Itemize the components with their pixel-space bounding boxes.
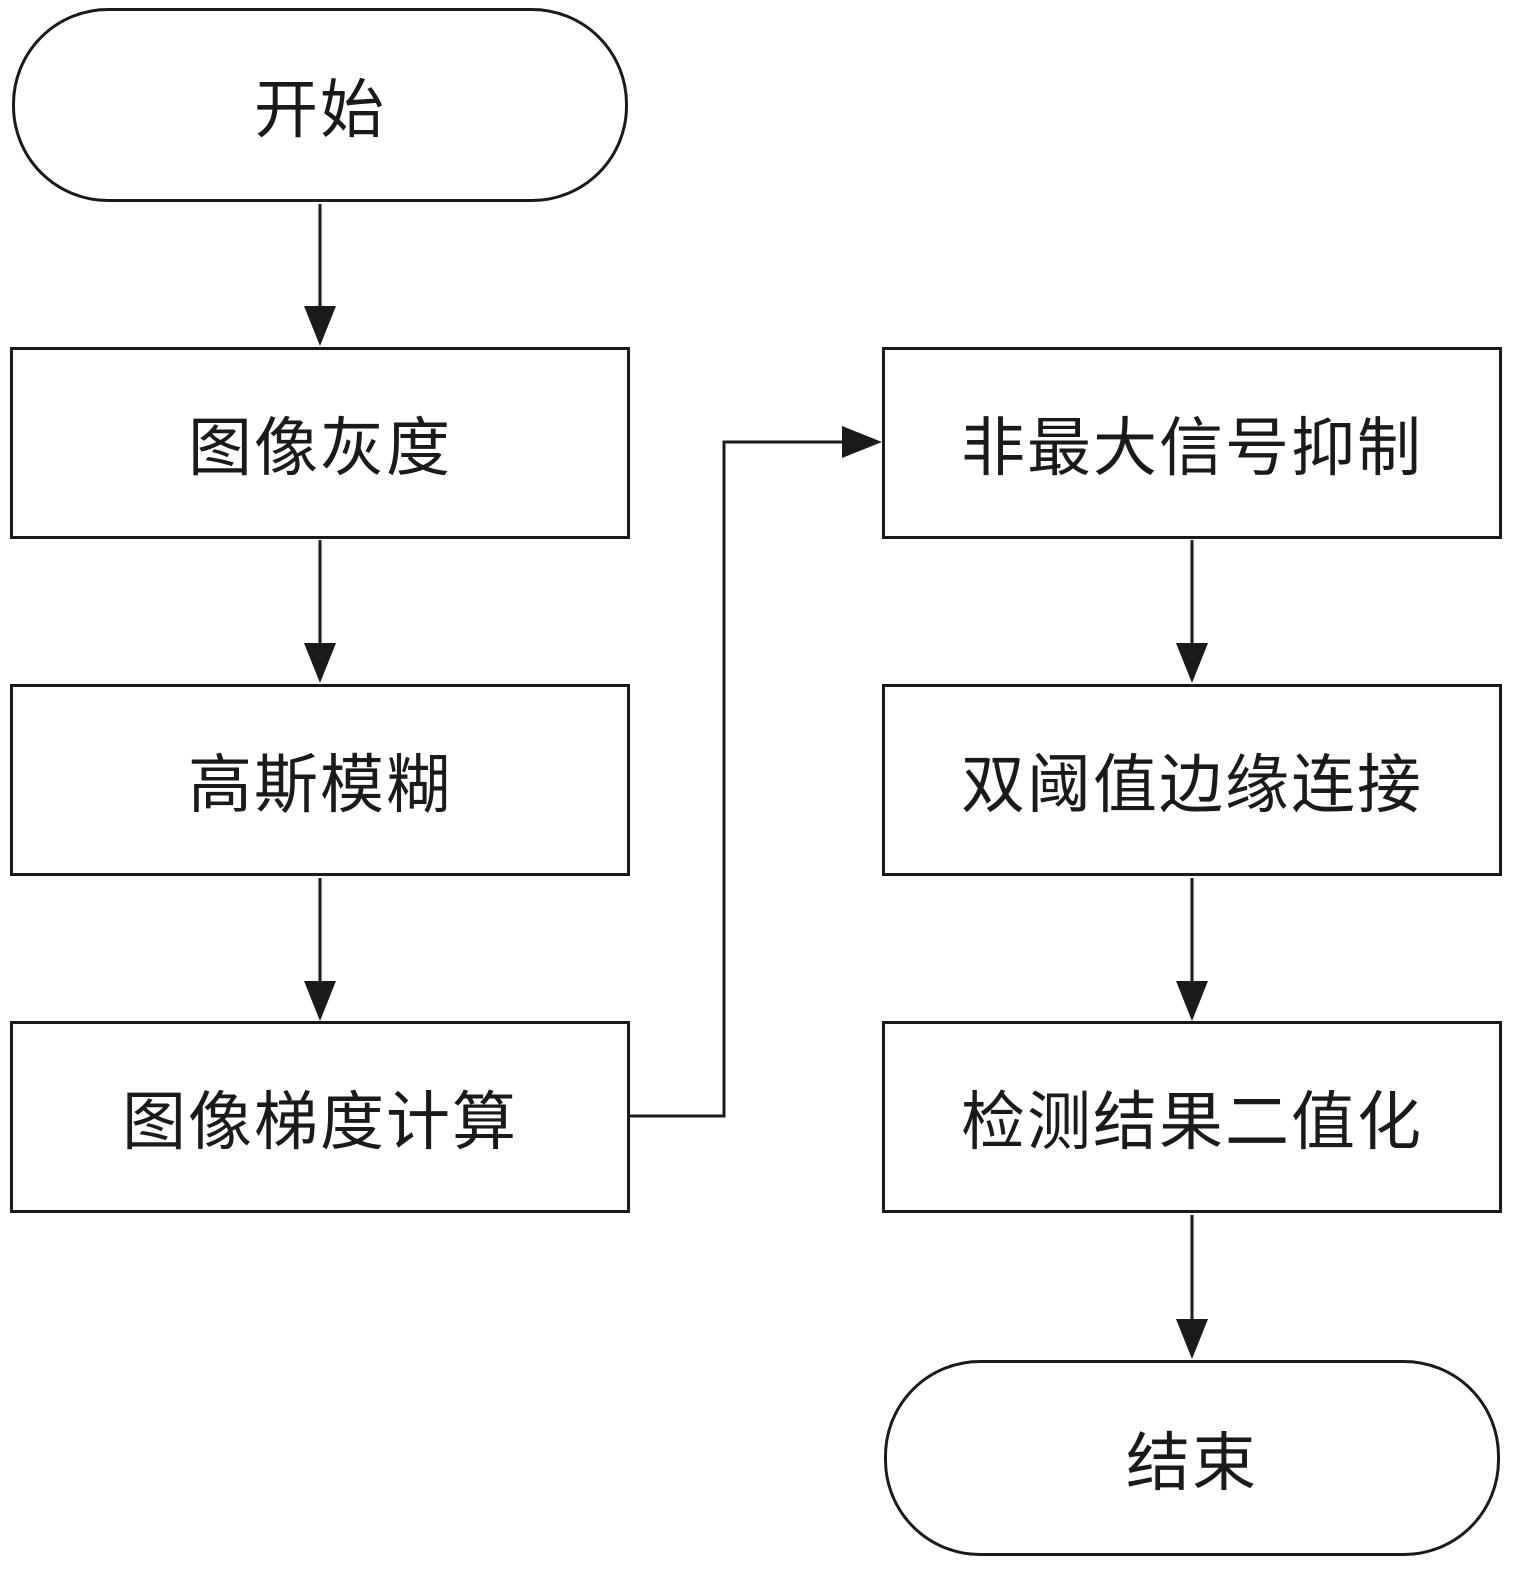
step-image-gradient-label: 图像梯度计算 [122,1086,518,1160]
step-non-max-suppression: 非最大信号抑制 [882,347,1502,539]
arrow-gradient-to-nms [630,440,855,1118]
step-non-max-suppression-label: 非最大信号抑制 [961,412,1423,486]
arrowhead-start-to-gray [304,306,336,346]
step-gaussian-blur: 高斯模糊 [10,684,630,876]
step-double-threshold-label: 双阈值边缘连接 [961,749,1423,823]
step-binarize-result: 检测结果二值化 [882,1021,1502,1213]
end-label: 结束 [1126,1427,1258,1501]
arrowhead-binarize-to-end [1176,1319,1208,1359]
start-terminal: 开始 [12,8,628,202]
step-image-grayscale: 图像灰度 [10,347,630,539]
step-gaussian-blur-label: 高斯模糊 [188,749,452,823]
arrowhead-gradient-to-nms [842,426,882,458]
step-binarize-result-label: 检测结果二值化 [961,1086,1423,1160]
arrowhead-nms-to-double-threshold [1176,643,1208,683]
start-label: 开始 [254,74,386,148]
arrowhead-gray-to-gauss [304,643,336,683]
arrowhead-gauss-to-gradient [304,981,336,1021]
step-image-grayscale-label: 图像灰度 [188,412,452,486]
arrowhead-double-threshold-to-binarize [1176,981,1208,1021]
end-terminal: 结束 [884,1360,1500,1556]
step-image-gradient: 图像梯度计算 [10,1021,630,1213]
step-double-threshold: 双阈值边缘连接 [882,684,1502,876]
